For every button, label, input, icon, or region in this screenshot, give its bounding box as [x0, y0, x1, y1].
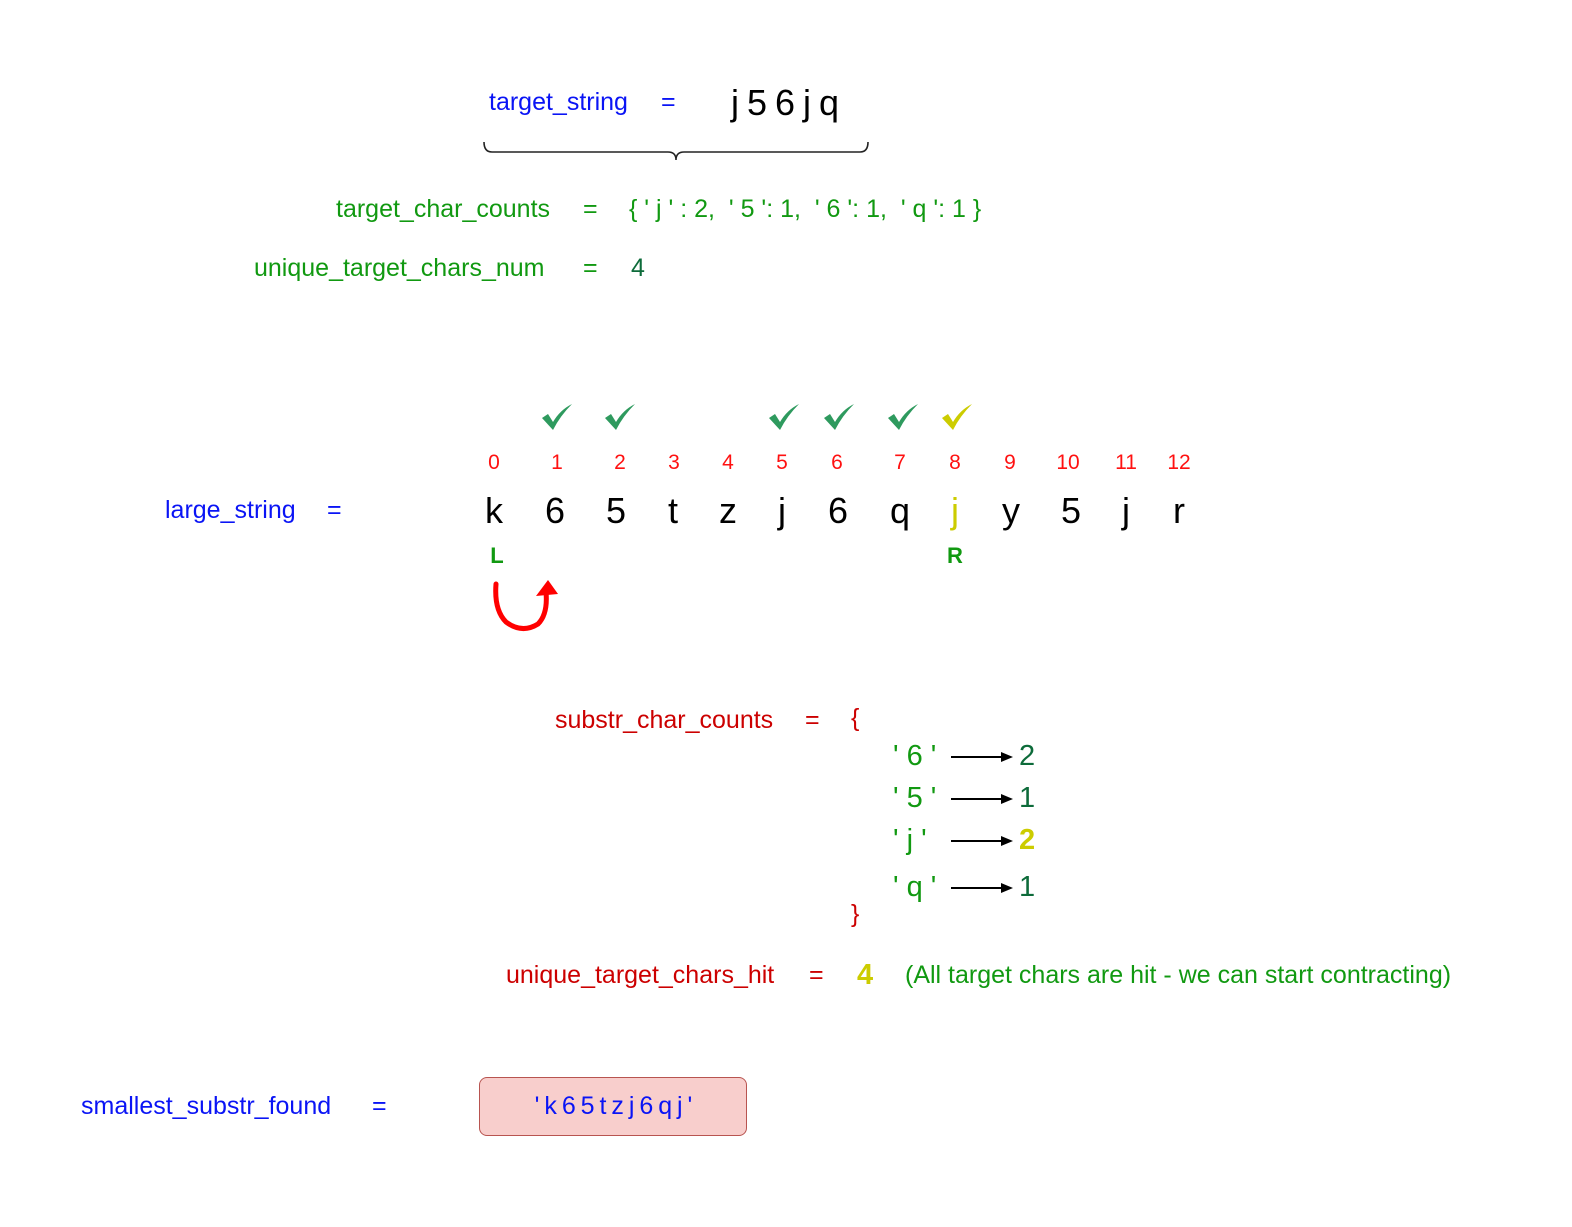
index-label: 5	[776, 451, 788, 474]
string-char: 6	[544, 490, 566, 531]
smallest-substr-box: ' k 6 5 t z j 6 q j '	[479, 1077, 747, 1136]
string-char: 6	[827, 490, 849, 531]
target-string-value: j 5 6 j q	[731, 82, 840, 123]
index-label: 7	[894, 451, 906, 474]
arrow-right-icon	[951, 751, 1013, 762]
hit-note: (All target chars are hit - we can start…	[905, 961, 1452, 989]
target-char-counts-label: target_char_counts	[336, 195, 551, 223]
substr-entry-value-highlight: 2	[1019, 824, 1036, 856]
unique-target-chars-num-equals: =	[583, 254, 598, 282]
unique-target-chars-num-value: 4	[631, 254, 645, 282]
checkmark-icon	[769, 404, 799, 430]
arrow-right-icon	[951, 835, 1013, 846]
arrow-right-icon	[951, 793, 1013, 804]
substr-entry: ' j ' 2	[893, 824, 1035, 857]
index-label: 1	[551, 451, 563, 474]
index-label: 6	[831, 451, 843, 474]
index-label: 0	[488, 451, 500, 474]
substr-entry-key: ' 6 '	[893, 740, 937, 772]
substr-char-counts-label: substr_char_counts	[555, 706, 774, 734]
string-char-current: j	[951, 490, 959, 531]
substr-entry-key: ' q '	[893, 871, 937, 903]
substr-entry: ' q ' 1	[893, 871, 1035, 904]
substr-entry-value: 1	[1019, 871, 1036, 903]
substr-open-brace: {	[851, 704, 860, 732]
substr-entry: ' 6 ' 2	[893, 740, 1035, 773]
unique-target-chars-num-label: unique_target_chars_num	[254, 254, 545, 282]
large-string-equals: =	[327, 496, 342, 524]
string-char: k	[485, 490, 503, 531]
index-label: 8	[949, 451, 961, 474]
curly-brace-icon	[483, 141, 869, 161]
string-char: j	[778, 490, 786, 531]
smallest-substr-label: smallest_substr_found	[81, 1092, 332, 1120]
string-char: z	[719, 490, 737, 531]
checkmark-icon	[824, 404, 854, 430]
left-pointer-label: L	[490, 543, 504, 568]
right-pointer-label: R	[947, 543, 963, 568]
substr-entry-value: 1	[1019, 782, 1036, 814]
string-char: t	[667, 490, 678, 531]
substr-close-brace: }	[851, 900, 860, 928]
unique-target-chars-hit-equals: =	[809, 961, 824, 989]
index-label: 3	[668, 451, 680, 474]
target-string-equals: =	[661, 88, 676, 116]
index-label: 12	[1167, 451, 1191, 474]
index-label: 2	[614, 451, 626, 474]
string-char: q	[889, 490, 911, 531]
unique-target-chars-hit-label: unique_target_chars_hit	[506, 961, 775, 989]
string-char: y	[1002, 490, 1020, 531]
target-char-counts-equals: =	[583, 195, 598, 223]
string-char: r	[1173, 490, 1185, 531]
checkmark-icon-current	[942, 404, 972, 430]
smallest-substr-equals: =	[372, 1092, 387, 1120]
checkmark-icon	[542, 404, 572, 430]
substr-entry-key: ' j '	[893, 824, 927, 856]
index-label: 9	[1004, 451, 1016, 474]
substr-entry-value: 2	[1019, 740, 1036, 772]
substr-entry: ' 5 ' 1	[893, 782, 1035, 815]
index-label: 4	[722, 451, 734, 474]
string-char: 5	[1060, 490, 1082, 531]
smallest-substr-value: ' k 6 5 t z j 6 q j '	[534, 1092, 693, 1120]
target-string-label: target_string	[489, 88, 628, 116]
index-label: 11	[1115, 451, 1137, 474]
checkmark-icon	[888, 404, 918, 430]
substr-char-counts-equals: =	[805, 706, 820, 734]
arrow-right-icon	[951, 882, 1013, 893]
unique-target-chars-hit-value: 4	[857, 959, 874, 991]
curved-arrow-icon	[493, 580, 558, 631]
target-char-counts-value: { ' j ' : 2, ' 5 ': 1, ' 6 ': 1, ' q ': …	[629, 195, 982, 223]
string-char: 5	[605, 490, 627, 531]
index-label: 10	[1056, 451, 1080, 474]
substr-entry-key: ' 5 '	[893, 782, 937, 814]
large-string-label: large_string	[165, 496, 296, 524]
string-char: j	[1122, 490, 1130, 531]
checkmark-icon	[605, 404, 635, 430]
